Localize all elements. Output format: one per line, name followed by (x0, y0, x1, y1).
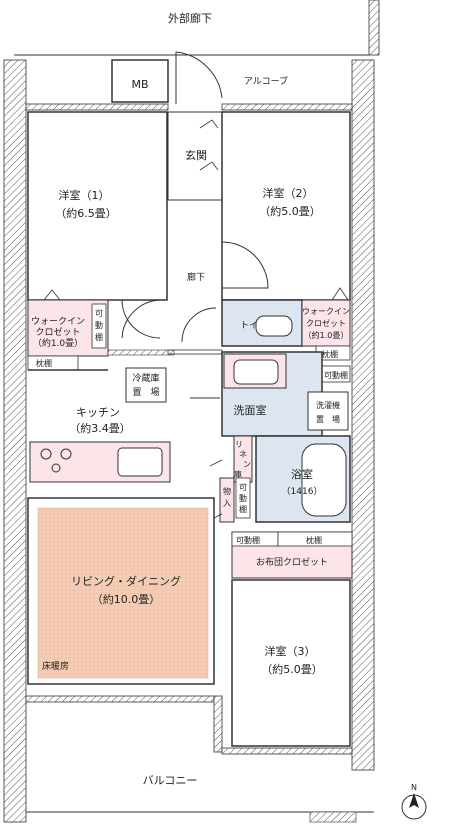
kitchen-top-wall-right (107, 349, 175, 356)
mb-label: MB (131, 78, 148, 91)
room-3-size: （約5.0畳） (261, 662, 323, 676)
storage-shelf-char-3: 棚 (239, 504, 247, 514)
room-3-name: 洋室（3） (265, 644, 316, 658)
room-2-size: （約5.0畳） (259, 204, 321, 218)
walk-in-closet-right (301, 299, 351, 347)
balcony-edge (309, 811, 357, 823)
living-size: （約10.0畳） (92, 592, 161, 606)
storage-char-1: 物 (223, 486, 231, 496)
washbasin-icon (233, 359, 279, 385)
bottom-wall-room3 (221, 747, 353, 755)
bath-size: （1416） (282, 486, 323, 497)
corridor-partition (368, 0, 380, 56)
compass-north-label: N (411, 783, 417, 792)
storage-movable-shelf (235, 477, 251, 519)
front-door-swing (175, 51, 223, 104)
entrance (167, 111, 223, 201)
hallway-label: 廊下 (187, 271, 205, 283)
futon-closet-pillow-shelf (277, 531, 353, 547)
compass: N (401, 783, 427, 820)
wic-left-shelf-char-3: 棚 (95, 332, 103, 342)
fridge-space (125, 367, 167, 403)
shoe-storage-doors (199, 119, 219, 171)
room-2 (221, 111, 351, 301)
kitchen-name: キッチン (76, 406, 120, 419)
right-outer-wall (351, 59, 375, 771)
room-1-door-swing (121, 299, 161, 339)
toilet-label: トイレ (240, 321, 267, 331)
wic-left-shelf-char-2: 動 (95, 321, 103, 330)
futon-pillow-shelf-label: 枕棚 (306, 535, 322, 545)
wic-left-shelf-char-1: 可 (95, 309, 103, 318)
floor-heating-area (37, 507, 209, 679)
toilet-door-swing (181, 307, 217, 343)
corridor-label: 外部廊下 (168, 11, 212, 25)
washer-line-2: 置 場 (316, 414, 340, 424)
stove-burner-icon (60, 448, 72, 460)
bottom-wall-living (25, 695, 215, 703)
wic-left-line-1: ウォークイン (31, 316, 85, 327)
room-2-name: 洋室（2） (263, 186, 314, 200)
storage-closet (219, 477, 235, 523)
wic-left-movable-shelf (91, 303, 107, 349)
north-arrow-icon (409, 793, 419, 808)
wic-left-pillow-shelf-label: 枕棚 (36, 358, 52, 368)
meter-box (111, 59, 169, 103)
stove-burner-icon (51, 463, 61, 473)
wic-right-line-1: ウォークイン (302, 307, 350, 316)
fridge-line-1: 冷蔵庫 (132, 372, 159, 384)
wic-right-line-3: （約1.0畳） (304, 330, 349, 340)
futon-movable-shelf-label: 可動棚 (236, 535, 260, 545)
room-3 (231, 579, 351, 747)
washroom-label: 洗面室 (234, 403, 267, 417)
storage-char-2: 入 (223, 499, 231, 508)
room-1 (27, 111, 168, 301)
top-wall-left (25, 103, 169, 111)
linen-char-2: ネ (239, 450, 247, 459)
kitchen-sink-icon (117, 447, 163, 477)
left-outer-wall (3, 59, 27, 823)
storage-shelf-char-2: 動 (239, 494, 247, 503)
bathtub-icon (301, 443, 347, 517)
room-2-door-swing (221, 241, 269, 289)
stove-burner-icon (40, 448, 52, 460)
washer-space (307, 391, 349, 431)
bath-name: 浴室 (291, 467, 313, 481)
toilet-bowl-icon (255, 315, 293, 337)
storage-shelf-char-1: 可 (239, 483, 247, 492)
wic-right-line-2: クロゼット (306, 318, 346, 328)
hall-threshold (167, 349, 223, 355)
top-wall-right (221, 103, 353, 111)
wic-right-movable-shelf-label: 可動棚 (324, 370, 348, 380)
washer-line-1: 洗濯機 (316, 400, 340, 410)
wic-right-door (331, 287, 349, 301)
room-1-name: 洋室（1） (59, 188, 110, 202)
entrance-label: 玄関 (185, 148, 207, 162)
alcove-label: アルコーブ (244, 75, 288, 87)
linen-char-1: リ (235, 440, 243, 449)
wic-right-pillow-shelf-label: 枕棚 (322, 349, 338, 359)
room-1-size: （約6.5畳） (55, 206, 117, 220)
balcony-label: バルコニー (143, 774, 198, 787)
linen-char-3: ン (243, 460, 251, 469)
bottom-wall-step (213, 695, 223, 753)
wic-left-line-2: クロゼット (35, 326, 80, 338)
wic-left-line-3: （約1.0畳） (33, 337, 83, 349)
hall-door-swing (121, 299, 161, 339)
living-name: リビング・ダイニング (71, 574, 181, 588)
floor-heating-label: 床暖房 (42, 660, 69, 672)
fridge-line-2: 置 場 (132, 386, 159, 398)
kitchen-size: （約3.4畳） (69, 421, 131, 435)
wic-left-door (43, 289, 61, 301)
futon-closet-label: お布団クロゼット (256, 556, 328, 568)
linen-char-4: 庫 (234, 469, 242, 479)
